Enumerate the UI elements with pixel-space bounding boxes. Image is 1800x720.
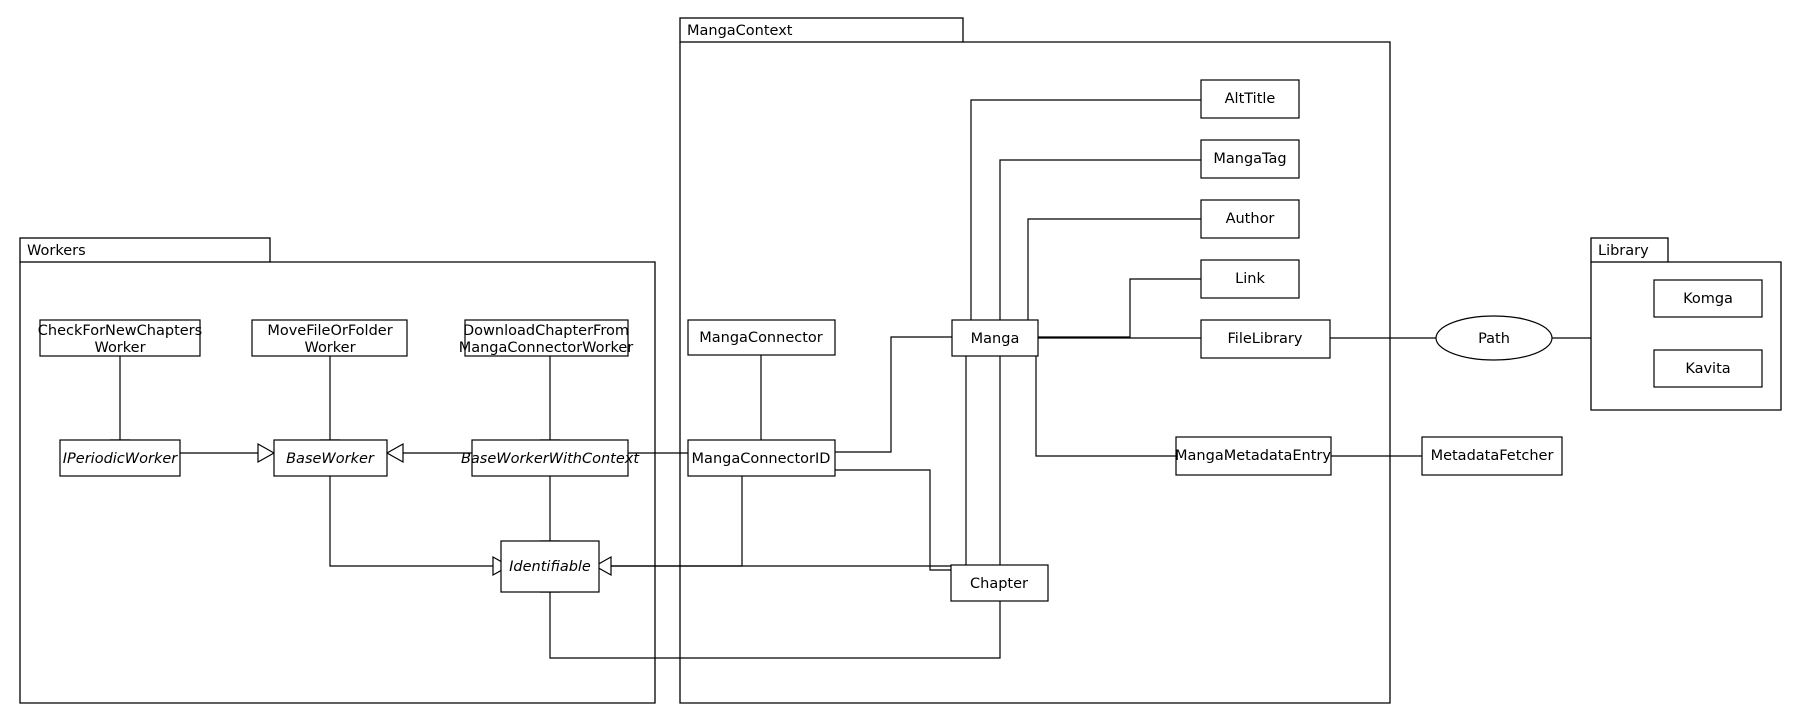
node-author[interactable]: Author — [1200, 199, 1300, 239]
node-manga-label: Manga — [971, 331, 1020, 347]
node-chapter-box[interactable] — [950, 564, 1049, 602]
edge-chapter-identifiable — [549, 592, 1001, 659]
package-mangacontext-tab — [679, 17, 964, 43]
node-checkfornewchaptersworker-label-1: CheckForNewChapters — [38, 323, 202, 339]
node-metadatafetcher[interactable]: MetadataFetcher — [1421, 436, 1563, 476]
node-baseworkerwithcontext[interactable]: BaseWorkerWithContext — [461, 439, 640, 477]
node-checkfornewchaptersworker[interactable]: CheckForNewChapters Worker — [38, 319, 202, 357]
node-path-ellipse[interactable] — [1435, 315, 1553, 361]
node-komga-box[interactable] — [1653, 279, 1763, 318]
node-mangatag[interactable]: MangaTag — [1200, 139, 1300, 179]
node-kavita[interactable]: Kavita — [1653, 349, 1763, 388]
node-movefileorfolderworker-box[interactable] — [251, 319, 408, 357]
node-alttitle-box[interactable] — [1200, 79, 1300, 119]
node-filelibrary-box[interactable] — [1200, 319, 1331, 359]
edge-baseworker-identifiable — [329, 476, 493, 567]
node-baseworker[interactable]: BaseWorker — [273, 439, 388, 477]
node-baseworker-box[interactable] — [273, 439, 388, 477]
node-path-label: Path — [1478, 331, 1510, 347]
node-movefileorfolderworker-label-2: Worker — [304, 340, 355, 356]
node-alttitle-label: AltTitle — [1225, 91, 1276, 107]
node-iperiodicworker-box[interactable] — [59, 439, 181, 477]
node-filelibrary[interactable]: FileLibrary — [1200, 319, 1331, 359]
node-identifiable-label: Identifiable — [509, 559, 591, 575]
edge-mangaconnectorid-chapter — [835, 469, 951, 571]
node-mangaconnectorid-box[interactable] — [687, 439, 836, 477]
edge-mangaconnectorid-manga — [835, 336, 952, 453]
node-mangatag-label: MangaTag — [1213, 151, 1286, 167]
node-chapter[interactable]: Chapter — [950, 564, 1049, 602]
node-kavita-box[interactable] — [1653, 349, 1763, 388]
node-baseworkerwithcontext-box[interactable] — [471, 439, 629, 477]
node-komga-label: Komga — [1683, 291, 1733, 307]
package-mangacontext-body — [679, 41, 1391, 704]
package-library: Library — [1590, 237, 1782, 411]
package-mangacontext: MangaContext — [679, 17, 1391, 704]
package-workers: Workers — [19, 237, 656, 704]
package-workers-body — [19, 261, 656, 704]
node-path[interactable]: Path — [1435, 315, 1553, 361]
edge-manga-alttitle — [970, 99, 1201, 325]
node-chapter-label: Chapter — [970, 576, 1028, 592]
node-kavita-label: Kavita — [1685, 361, 1730, 377]
package-library-body — [1590, 261, 1782, 411]
arrowhead-baseworker-left — [257, 442, 276, 464]
package-mangacontext-label: MangaContext — [687, 23, 793, 39]
node-baseworker-label: BaseWorker — [286, 451, 375, 467]
node-metadatafetcher-label: MetadataFetcher — [1431, 448, 1554, 464]
node-downloadchapterfrommangaconnectorworker[interactable]: DownloadChapterFrom MangaConnectorWorker — [459, 319, 634, 357]
node-mangametadataentry[interactable]: MangaMetadataEntry — [1175, 436, 1332, 476]
node-mangaconnector-box[interactable] — [687, 319, 836, 356]
package-library-label: Library — [1598, 243, 1649, 259]
node-mangametadataentry-box[interactable] — [1175, 436, 1332, 476]
node-mangametadataentry-label: MangaMetadataEntry — [1175, 448, 1331, 464]
node-author-box[interactable] — [1200, 199, 1300, 239]
node-mangaconnectorid[interactable]: MangaConnectorID — [687, 439, 836, 477]
node-komga[interactable]: Komga — [1653, 279, 1763, 318]
node-manga-box[interactable] — [951, 319, 1039, 357]
node-downloadchapterfrommangaconnectorworker-box[interactable] — [464, 319, 629, 357]
node-filelibrary-label: FileLibrary — [1228, 331, 1303, 347]
node-mangaconnectorid-label: MangaConnectorID — [692, 451, 831, 467]
edge-manga-mangametadataentry — [952, 348, 1176, 457]
node-identifiable[interactable]: Identifiable — [500, 540, 600, 593]
node-mangatag-box[interactable] — [1200, 139, 1300, 179]
node-link-label: Link — [1235, 271, 1265, 287]
node-checkfornewchaptersworker-label-2: Worker — [94, 340, 145, 356]
node-metadatafetcher-box[interactable] — [1421, 436, 1563, 476]
node-iperiodicworker[interactable]: IPeriodicWorker — [59, 439, 181, 477]
package-workers-label: Workers — [27, 243, 86, 259]
package-workers-tab — [19, 237, 271, 263]
node-baseworkerwithcontext-label: BaseWorkerWithContext — [461, 451, 640, 467]
node-author-label: Author — [1226, 211, 1275, 227]
node-identifiable-box[interactable] — [500, 540, 600, 593]
node-downloadchapterfrommangaconnectorworker-label-2: MangaConnectorWorker — [459, 340, 634, 356]
node-downloadchapterfrommangaconnectorworker-label-1: DownloadChapterFrom — [463, 323, 629, 339]
edge-mangaconnectorid-identifiable — [611, 476, 743, 567]
edge-manga-author — [1027, 218, 1201, 325]
node-movefileorfolderworker[interactable]: MoveFileOrFolder Worker — [251, 319, 408, 357]
arrowhead-identifiable-right — [593, 555, 612, 577]
edge-manga-mangatag — [999, 159, 1201, 325]
package-library-tab — [1590, 237, 1669, 263]
node-movefileorfolderworker-label-1: MoveFileOrFolder — [267, 323, 392, 339]
node-mangaconnector[interactable]: MangaConnector — [687, 319, 836, 356]
edge-manga-link — [1038, 278, 1201, 338]
node-link[interactable]: Link — [1200, 259, 1300, 299]
node-mangaconnector-label: MangaConnector — [699, 330, 823, 346]
arrowhead-baseworker-right — [385, 442, 404, 464]
node-link-box[interactable] — [1200, 259, 1300, 299]
node-alttitle[interactable]: AltTitle — [1200, 79, 1300, 119]
node-iperiodicworker-label: IPeriodicWorker — [63, 451, 178, 467]
node-manga[interactable]: Manga — [951, 319, 1039, 357]
node-checkfornewchaptersworker-box[interactable] — [39, 319, 201, 357]
